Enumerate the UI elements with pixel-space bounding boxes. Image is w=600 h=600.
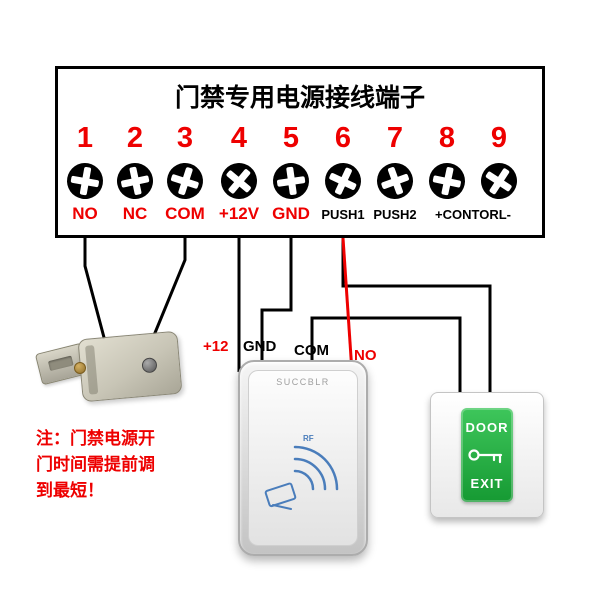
exit-button[interactable]: DOOR EXIT	[461, 408, 513, 502]
terminal-label-gnd: GND	[272, 204, 310, 223]
reader-face: SUCCBLR RF	[248, 370, 358, 546]
terminal-label-control: +CONTORL-	[435, 207, 511, 222]
terminal-label-nc: NC	[122, 204, 148, 223]
warning-note: 注：门禁电源开 门时间需提前调 到最短！	[36, 426, 216, 504]
exit-button-plate: DOOR EXIT	[430, 392, 544, 518]
key-icon	[468, 449, 503, 464]
wire-label-gnd: GND	[243, 338, 277, 355]
svg-text:RF: RF	[303, 434, 314, 443]
terminal-number-2: 2	[126, 122, 144, 154]
lock-brass-screw	[74, 362, 86, 374]
terminal-panel	[55, 66, 545, 238]
reader-brand: SUCCBLR	[276, 377, 330, 387]
wire-label-no: NO	[354, 347, 377, 364]
wire-no-to-lock	[83, 238, 108, 346]
terminal-label-no: NO	[72, 204, 98, 223]
terminal-number-4: 4	[230, 122, 248, 154]
lock-knob	[141, 356, 158, 373]
wire-label-12v: +12	[203, 338, 229, 355]
terminal-label-12v: +12V	[218, 204, 260, 223]
note-line: 到最短！	[36, 481, 104, 501]
panel-title: 门禁专用电源接线端子	[174, 83, 425, 112]
terminal-number-6: 6	[334, 122, 352, 154]
terminal-label-push1: PUSH1	[321, 207, 365, 222]
note-line: 注：门禁电源开	[36, 429, 155, 449]
wire-no-to-reader	[341, 237, 354, 373]
card-hand-icon	[264, 482, 297, 510]
exit-button-door-label: DOOR	[465, 419, 509, 435]
terminal-number-7: 7	[386, 122, 404, 154]
terminal-number-8: 8	[438, 122, 456, 154]
note-line: 门时间需提前调	[36, 455, 155, 475]
rfid-reader: SUCCBLR RF	[238, 360, 368, 556]
terminal-number-9: 9	[490, 122, 508, 154]
terminal-label-push2: PUSH2	[373, 207, 417, 222]
exit-button-exit-label: EXIT	[470, 475, 504, 491]
terminal-number-1: 1	[76, 122, 94, 154]
wire-com-to-lock	[148, 238, 187, 346]
terminal-number-3: 3	[176, 122, 194, 154]
lock-edge	[85, 345, 99, 395]
terminal-label-com: COM	[165, 204, 205, 223]
rf-waves-icon: RF	[264, 434, 339, 510]
electric-lock	[77, 330, 183, 403]
wire-label-com: COM	[294, 342, 329, 359]
terminal-number-5: 5	[282, 122, 300, 154]
